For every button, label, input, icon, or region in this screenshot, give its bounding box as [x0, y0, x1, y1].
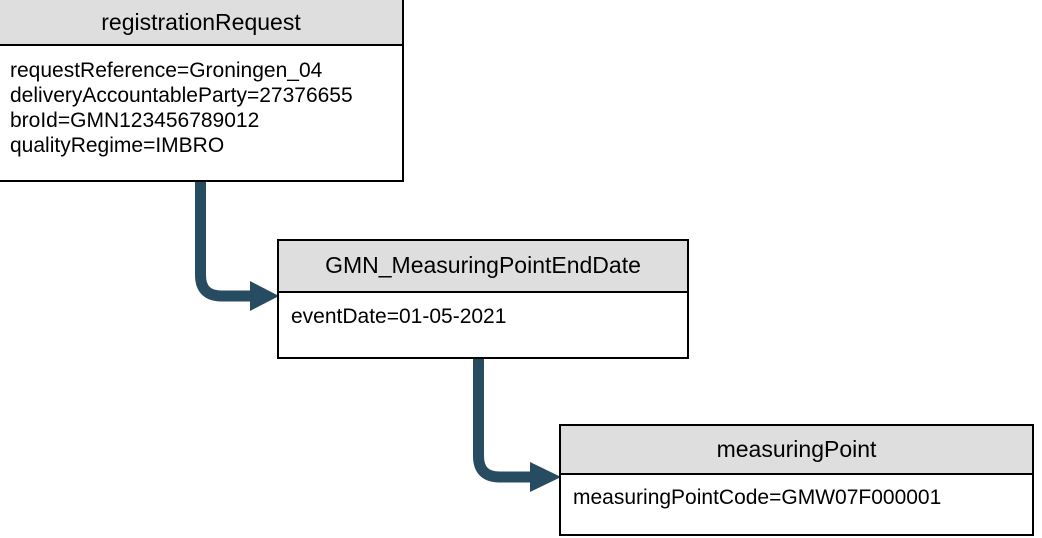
attribute-row: qualityRegime=IMBRO	[10, 134, 225, 157]
object-title-measuringpoint-enddate: GMN_MeasuringPointEndDate	[279, 241, 687, 293]
object-attributes-measuring-point: measuringPointCode=GMW07F000001	[561, 475, 1032, 534]
attribute-row: requestReference=Groningen_04	[10, 59, 323, 82]
object-box-measuringpoint-enddate: GMN_MeasuringPointEndDate eventDate=01-0…	[277, 239, 689, 359]
attribute-row: eventDate=01-05-2021	[291, 305, 507, 328]
attribute-row: deliveryAccountableParty=27376655	[10, 84, 353, 107]
object-attributes-measuringpoint-enddate: eventDate=01-05-2021	[279, 293, 687, 357]
attribute-row: measuringPointCode=GMW07F000001	[573, 486, 942, 509]
object-box-registration-request: registrationRequest requestReference=Gro…	[0, 0, 404, 182]
object-box-measuring-point: measuringPoint measuringPointCode=GMW07F…	[559, 424, 1034, 536]
object-attributes-registration-request: requestReference=Groningen_04 deliveryAc…	[0, 46, 402, 180]
attribute-row: broId=GMN123456789012	[10, 109, 260, 132]
object-title-registration-request: registrationRequest	[0, 0, 402, 46]
object-title-measuring-point: measuringPoint	[561, 426, 1032, 475]
